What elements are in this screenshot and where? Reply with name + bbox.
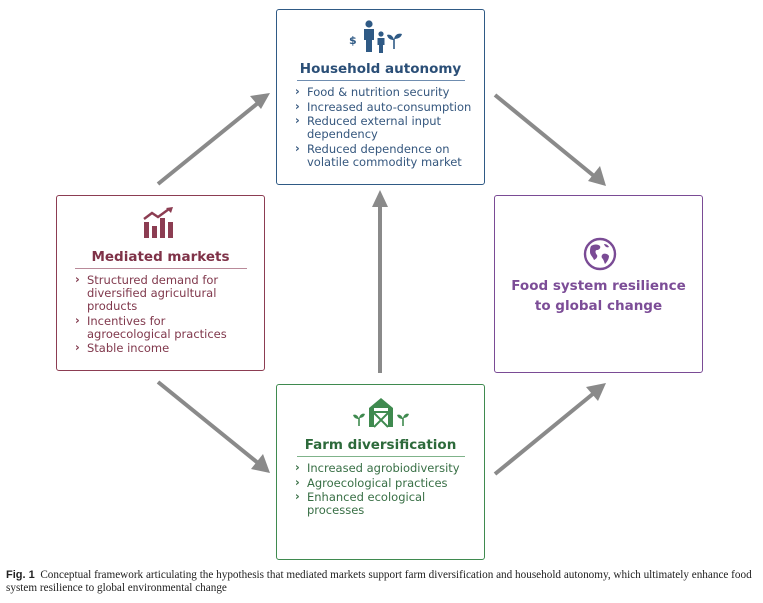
list-item: Reduced external input dependency (295, 114, 457, 141)
farm-diversification-box: Farm diversification Increased agrobiodi… (276, 384, 485, 560)
household-divider (296, 80, 465, 81)
mediated-markets-title: Mediated markets (91, 249, 230, 265)
figure-caption-text: Conceptual framework articulating the hy… (6, 569, 752, 594)
resilience-title-line-1: Food system resilience (511, 278, 686, 294)
household-autonomy-title: Household autonomy (299, 61, 462, 77)
arrow-farm-to-household (372, 190, 388, 373)
list-item: Enhanced ecological processes (295, 490, 447, 517)
farm-list: Increased agrobiodiversity Agroecologica… (295, 461, 484, 517)
barn-icon (353, 398, 409, 428)
list-item: Increased agrobiodiversity (295, 461, 484, 475)
list-item: Structured demand for diversified agricu… (75, 273, 227, 313)
food-system-resilience-box: Food system resilience to global change (494, 195, 703, 373)
list-item: Food & nutrition security (295, 85, 484, 99)
resilience-title-line-2: to global change (534, 298, 663, 314)
farm-diversification-title: Farm diversification (304, 437, 457, 453)
arrow-household-to-resilience (493, 93, 606, 186)
markets-divider (74, 268, 247, 269)
bar-chart-growth-icon (143, 207, 173, 238)
arrow-markets-to-farm (156, 380, 270, 473)
list-item: Reduced dependence on volatile commodity… (295, 142, 477, 169)
globe-icon (583, 237, 617, 271)
list-item: Increased auto-consumption (295, 100, 484, 114)
family-money-plant-icon: $ (349, 20, 402, 53)
arrow-farm-to-resilience (493, 383, 606, 476)
list-item: Stable income (75, 341, 264, 355)
list-item: Agroecological practices (295, 476, 484, 490)
markets-list: Structured demand for diversified agricu… (75, 273, 264, 355)
figure-label: Fig. 1 (6, 569, 35, 581)
household-list: Food & nutrition security Increased auto… (295, 85, 484, 169)
household-autonomy-box: $ Household autonomy Food & nutrition se… (276, 9, 485, 185)
food-system-resilience-title: Food system resilience to global change (495, 276, 702, 316)
list-item: Incentives for agroecological practices (75, 314, 237, 341)
mediated-markets-box: Mediated markets Structured demand for d… (56, 195, 265, 371)
farm-divider (296, 456, 465, 457)
dollar-sign-icon: $ (349, 34, 357, 47)
figure-caption: Fig. 1 Conceptual framework articulating… (6, 569, 758, 595)
arrow-markets-to-household (156, 93, 270, 186)
